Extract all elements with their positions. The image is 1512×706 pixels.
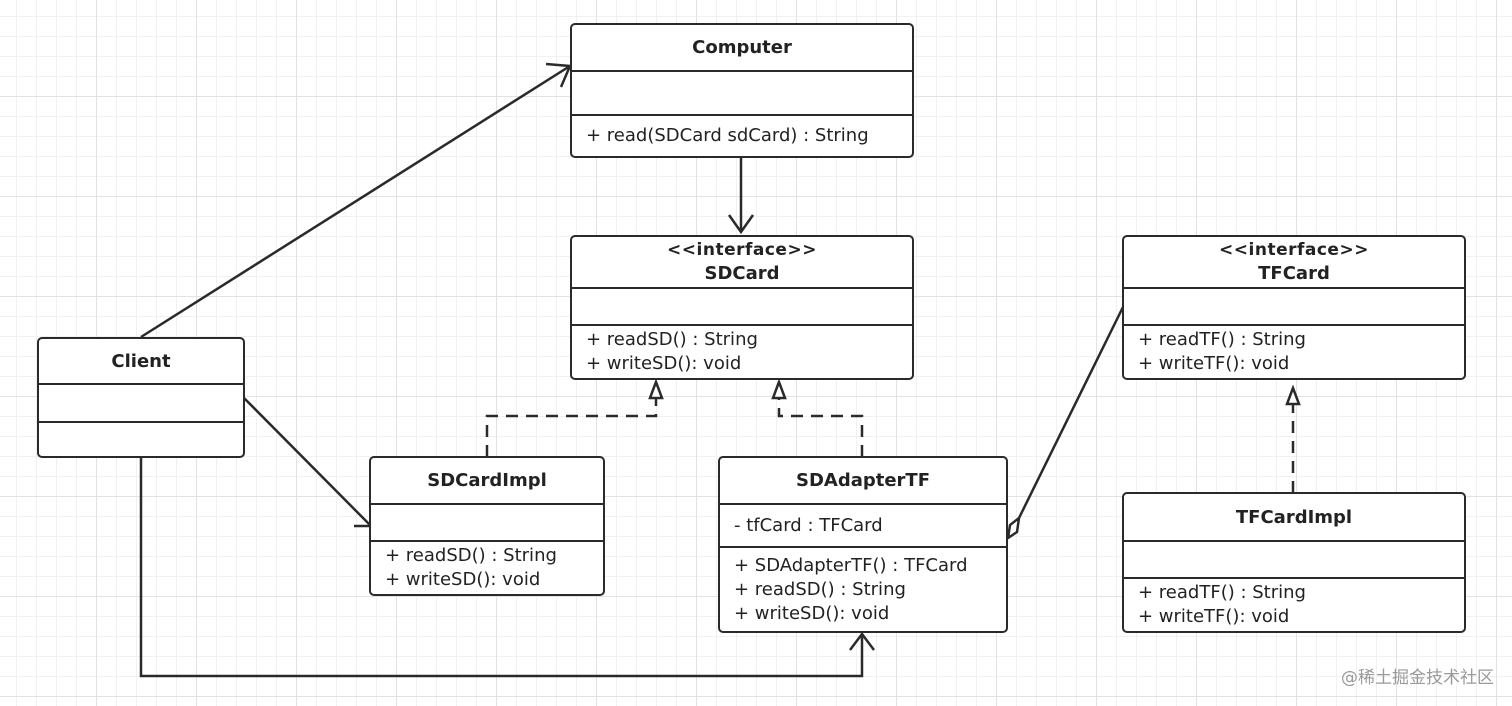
operation: + readSD() : String — [586, 329, 758, 350]
realization-arrowhead — [1285, 384, 1301, 406]
association-arrowhead — [849, 631, 875, 651]
attributes-compartment — [572, 287, 912, 324]
realization-arrowhead — [771, 378, 787, 400]
client-sdaptertf-association — [139, 457, 864, 678]
operation: + writeTF(): void — [1138, 353, 1290, 374]
operation: + writeSD(): void — [734, 602, 890, 624]
class-name: Client — [111, 350, 171, 372]
class-sdcardimpl[interactable]: SDCardImpl + readSD() : String + writeSD… — [369, 456, 605, 596]
sdcardimpl-sdcard-realization — [485, 396, 658, 457]
watermark-text: @稀土掘金技术社区 — [1341, 668, 1494, 688]
attributes-compartment — [572, 70, 912, 114]
class-header: <<interface>> TFCard — [1124, 237, 1464, 287]
class-header: Computer — [572, 25, 912, 70]
operation: + writeSD(): void — [385, 569, 541, 590]
operation: + readSD() : String — [385, 545, 557, 566]
class-header: <<interface>> SDCard — [572, 237, 912, 287]
class-name: SDCardImpl — [427, 470, 547, 491]
operations-compartment: + read(SDCard sdCard) : String — [572, 114, 912, 156]
operations-compartment: + readSD() : String + writeSD(): void — [572, 324, 912, 378]
interface-sdcard[interactable]: <<interface>> SDCard + readSD() : String… — [570, 235, 914, 380]
operations-compartment: + readTF() : String + writeTF(): void — [1124, 324, 1464, 378]
operation: + writeSD(): void — [586, 353, 742, 374]
operations-compartment: + readTF() : String + writeTF(): void — [1124, 577, 1464, 631]
class-header: Client — [39, 339, 243, 383]
stereotype-label: <<interface>> — [1219, 240, 1369, 260]
attributes-compartment — [1124, 540, 1464, 577]
class-name: Computer — [692, 37, 792, 58]
class-client[interactable]: Client — [37, 337, 245, 458]
operations-compartment: + readSD() : String + writeSD(): void — [371, 540, 603, 594]
attributes-compartment — [39, 383, 243, 421]
class-name: SDAdapterTF — [795, 470, 930, 491]
operation: + readTF() : String — [1138, 329, 1306, 350]
class-header: TFCardImpl — [1124, 494, 1464, 540]
attributes-compartment — [371, 503, 603, 540]
class-header: SDCardImpl — [371, 458, 603, 503]
sdaptertf-tfcard-aggregation — [1017, 306, 1125, 519]
operation: + SDAdapterTF() : TFCard — [734, 554, 968, 576]
aggregation-diamond — [1006, 515, 1021, 541]
operations-compartment — [39, 421, 243, 456]
class-sdaptertf[interactable]: SDAdapterTF - tfCard : TFCard + SDAdapte… — [718, 456, 1008, 633]
operations-compartment: + SDAdapterTF() : TFCard + readSD() : St… — [720, 546, 1006, 631]
operation: + readSD() : String — [734, 578, 906, 600]
client-computer-association — [140, 64, 571, 339]
interface-tfcard[interactable]: <<interface>> TFCard + readTF() : String… — [1122, 235, 1466, 380]
client-sdcardimpl-association — [243, 397, 372, 527]
realization-arrowhead — [648, 378, 664, 400]
class-computer[interactable]: Computer + read(SDCard sdCard) : String — [570, 23, 914, 158]
class-name: TFCardImpl — [1235, 506, 1353, 528]
attribute: - tfCard : TFCard — [734, 514, 883, 536]
sdaptertf-sdcard-realization — [777, 396, 864, 457]
class-tfcardimpl[interactable]: TFCardImpl + readTF() : String + writeTF… — [1122, 492, 1466, 633]
operation: + writeTF(): void — [1138, 606, 1290, 627]
stereotype-label: <<interface>> — [667, 240, 817, 260]
operation: + read(SDCard sdCard) : String — [586, 125, 869, 146]
attributes-compartment: - tfCard : TFCard — [720, 503, 1006, 546]
class-header: SDAdapterTF — [720, 458, 1006, 503]
attributes-compartment — [1124, 287, 1464, 324]
class-name: SDCard — [704, 263, 780, 284]
operation: + readTF() : String — [1138, 582, 1306, 603]
dependency-arrowhead — [727, 214, 755, 235]
class-name: TFCard — [1258, 263, 1330, 284]
